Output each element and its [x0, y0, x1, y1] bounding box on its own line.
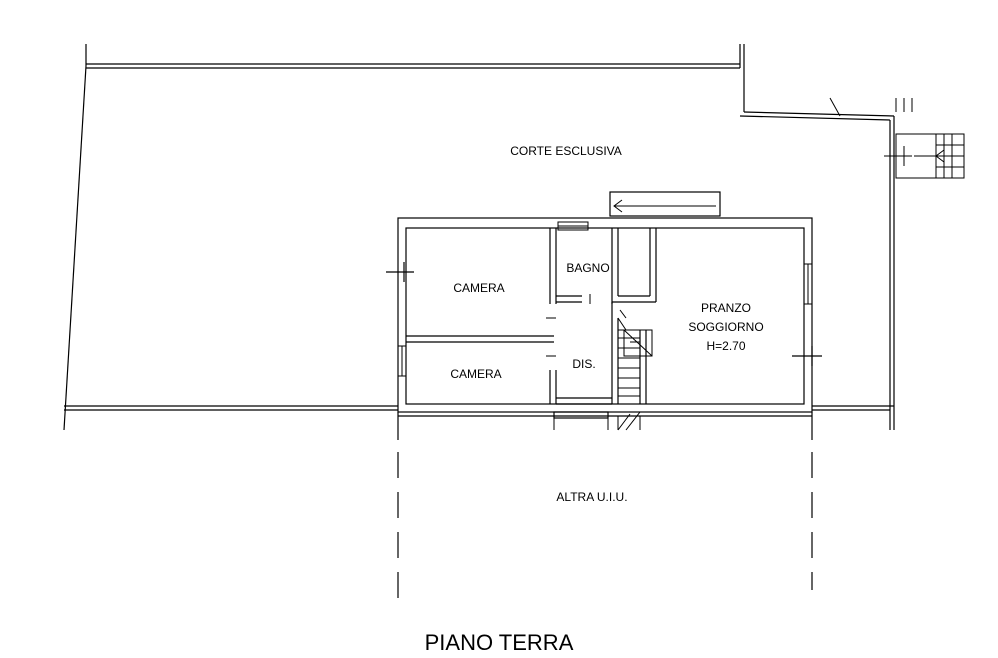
floor-title: PIANO TERRA	[425, 630, 574, 655]
room-label-camera-bottom: CAMERA	[450, 367, 501, 381]
house-walls	[397, 217, 813, 430]
courtyard-boundary	[63, 44, 913, 431]
other-unit-boundary	[397, 412, 813, 600]
room-label-bagno: BAGNO	[566, 261, 609, 275]
other-unit-label: ALTRA U.I.U.	[556, 490, 627, 504]
room-label-camera-top: CAMERA	[453, 281, 504, 295]
room-height-label: H=2.70	[706, 339, 745, 353]
room-label-dis: DIS.	[572, 357, 595, 371]
courtyard-label: CORTE ESCLUSIVA	[510, 144, 622, 158]
external-steps	[884, 133, 965, 179]
entry-step	[609, 191, 721, 217]
room-label-pranzo: PRANZO	[701, 301, 751, 315]
windows	[386, 221, 822, 377]
room-label-soggiorno: SOGGIORNO	[688, 320, 763, 334]
staircase	[617, 309, 653, 431]
